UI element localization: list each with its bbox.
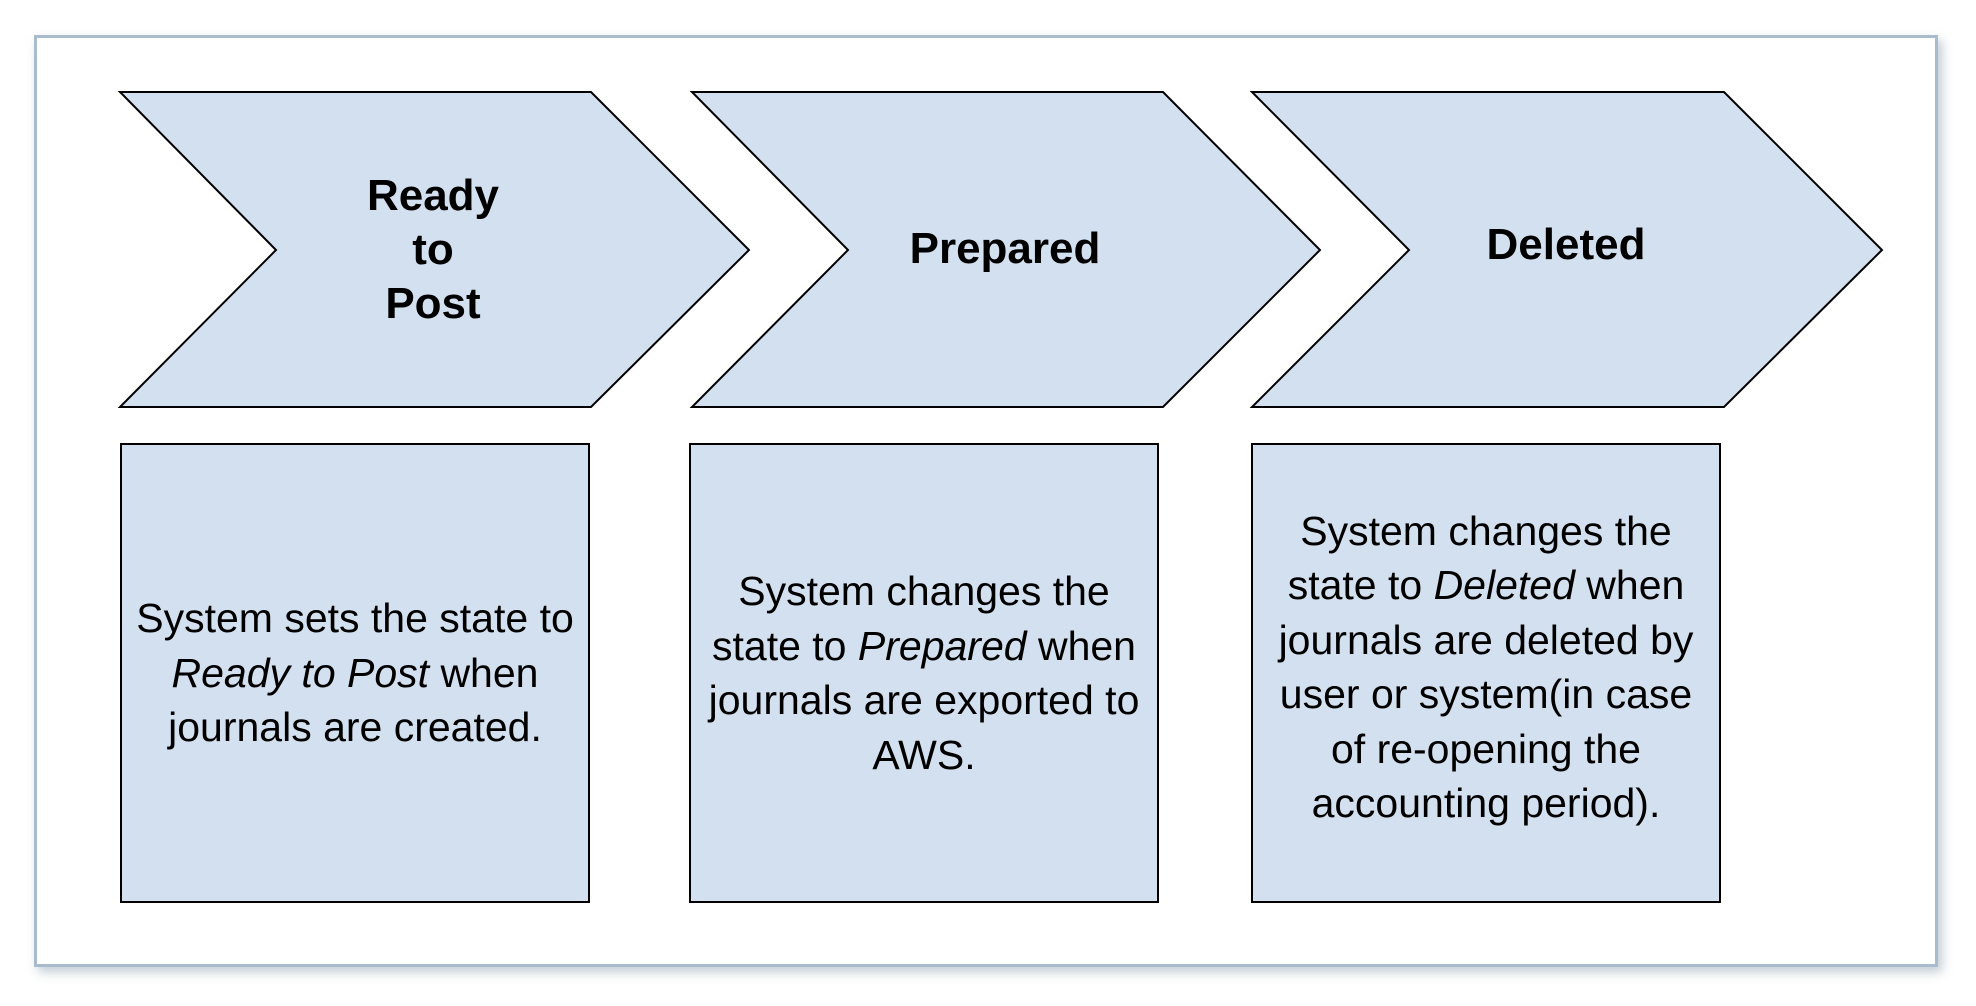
description-text: System sets the state to Ready to Post w… (134, 591, 576, 755)
description-after: when journals are deleted by user or sys… (1278, 562, 1694, 826)
stage-title-line: Prepared (909, 224, 1101, 273)
stage-title-line: Deleted (1486, 220, 1646, 269)
stage-title-line: Ready (366, 171, 500, 220)
stage-title-line: Post (385, 279, 481, 328)
description-before: System sets the state to (136, 595, 574, 642)
chevron-deleted (1249, 91, 1884, 408)
stage-title-ready-to-post: Ready to Post (330, 165, 536, 335)
description-before: System changes the state to (712, 568, 1110, 669)
description-state: Ready to Post (171, 649, 430, 696)
stage-description-prepared: System changes the state to Prepared whe… (689, 443, 1159, 903)
description-state: Prepared (857, 622, 1027, 669)
description-state: Deleted (1433, 562, 1575, 608)
stage-title-line: to (412, 225, 454, 274)
stage-description-ready-to-post: System sets the state to Ready to Post w… (120, 443, 590, 903)
description-text: System changes the state to Prepared whe… (703, 564, 1145, 782)
stage-description-deleted: System changes the state to Deleted when… (1251, 443, 1721, 903)
description-after: when journals are created. (168, 649, 542, 751)
description-after: when journals are exported to AWS. (708, 622, 1140, 778)
description-before: System changes the state to (1287, 507, 1672, 609)
stage-title-deleted: Deleted (1420, 218, 1712, 272)
stage-title-prepared: Prepared (860, 222, 1150, 276)
chevron-ready-to-post (117, 91, 751, 408)
chevron-prepared (689, 91, 1322, 408)
description-text: System changes the state to Deleted when… (1265, 504, 1707, 831)
